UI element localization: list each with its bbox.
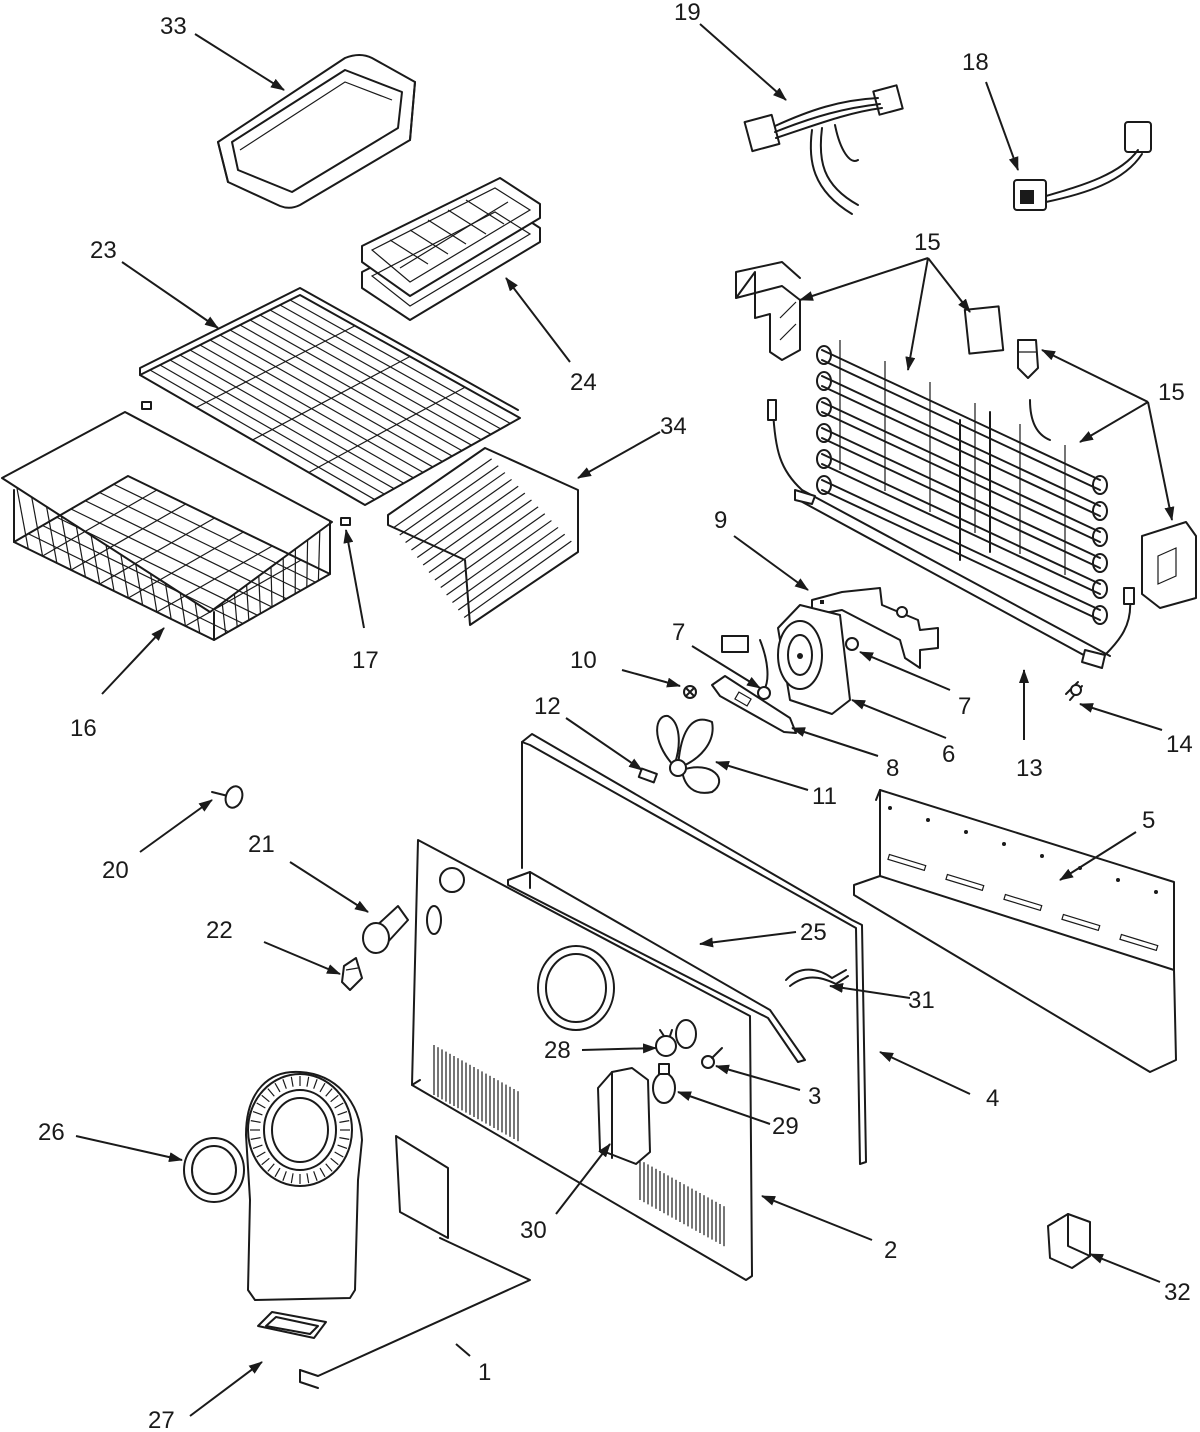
callout-31: 31	[908, 987, 935, 1014]
callout-5: 5	[1142, 807, 1155, 834]
callout-16: 16	[70, 715, 97, 742]
callout-7b: 7	[958, 693, 971, 720]
callout-26: 26	[38, 1119, 65, 1146]
callout-20: 20	[102, 857, 129, 884]
part-34-deflector	[387, 447, 579, 626]
part-1-fan-housing	[245, 1070, 531, 1389]
part-19-wire-harness	[743, 84, 904, 215]
callout-28: 28	[544, 1037, 571, 1064]
leader-lines	[75, 23, 1175, 1417]
part-13-defrost-heater	[794, 489, 1135, 669]
callout-22: 22	[206, 917, 233, 944]
part-26-ring	[183, 1137, 245, 1203]
callout-9: 9	[714, 507, 727, 534]
part-16-wire-basket	[1, 411, 333, 641]
callout-3: 3	[808, 1083, 821, 1110]
part-27-gasket	[257, 1311, 327, 1339]
callout-24: 24	[570, 369, 597, 396]
part-14-defrost-thermostat	[1065, 681, 1083, 701]
callout-6: 6	[942, 741, 955, 768]
callout-11: 11	[812, 783, 837, 810]
part-5-channel	[853, 789, 1177, 1073]
part-7-grommet	[757, 637, 859, 700]
callout-23: 23	[90, 237, 117, 264]
callout-7a: 7	[672, 619, 685, 646]
part-15-evaporator	[735, 261, 1197, 625]
callout-18: 18	[962, 49, 989, 76]
callout-1: 1	[478, 1359, 491, 1386]
callout-10: 10	[570, 647, 597, 674]
callout-25: 25	[800, 919, 827, 946]
callout-labels: 1 2 3 4 5 6 7 7 8 9 10 11 12 13 14 15 15…	[38, 0, 1193, 1432]
part-28-lamp-socket	[655, 1019, 697, 1057]
part-23-wire-shelf	[139, 287, 521, 506]
callout-8: 8	[886, 755, 899, 782]
part-32-relay	[1047, 1213, 1091, 1269]
callout-13: 13	[1016, 755, 1043, 782]
part-10-screw	[683, 685, 697, 699]
callout-15a: 15	[914, 229, 941, 256]
callout-27: 27	[148, 1407, 175, 1432]
part-11-fan-blade	[656, 714, 720, 794]
part-21-plug	[362, 905, 409, 954]
callout-15b: 15	[1158, 379, 1185, 406]
callout-30: 30	[520, 1217, 547, 1244]
part-12-clip	[637, 767, 658, 784]
part-20-plug	[211, 785, 244, 809]
callout-32: 32	[1164, 1279, 1191, 1306]
part-4-seal	[521, 733, 867, 1165]
part-6-fan-motor	[721, 604, 851, 715]
callout-12: 12	[534, 693, 561, 720]
part-18-connector	[1013, 121, 1152, 211]
callout-2: 2	[884, 1237, 897, 1264]
callout-33: 33	[160, 13, 187, 40]
callout-19: 19	[674, 0, 701, 26]
callout-34: 34	[660, 413, 687, 440]
part-31-wiring	[785, 968, 849, 987]
part-17-clip	[141, 401, 351, 526]
part-29-lamp-bulb	[652, 1063, 676, 1104]
callout-14: 14	[1166, 731, 1193, 758]
part-25-duct	[507, 871, 806, 1063]
part-22-clip	[341, 957, 363, 991]
part-2-rear-panel	[411, 839, 753, 1281]
callout-21: 21	[248, 831, 275, 858]
part-33-ice-bin	[217, 54, 416, 209]
callout-29: 29	[772, 1113, 799, 1140]
part-3-screw	[701, 1047, 723, 1069]
callout-4: 4	[986, 1085, 999, 1112]
part-24-ice-trays	[361, 177, 541, 321]
part-9-fan-bracket	[811, 587, 939, 669]
callout-17: 17	[352, 647, 379, 674]
